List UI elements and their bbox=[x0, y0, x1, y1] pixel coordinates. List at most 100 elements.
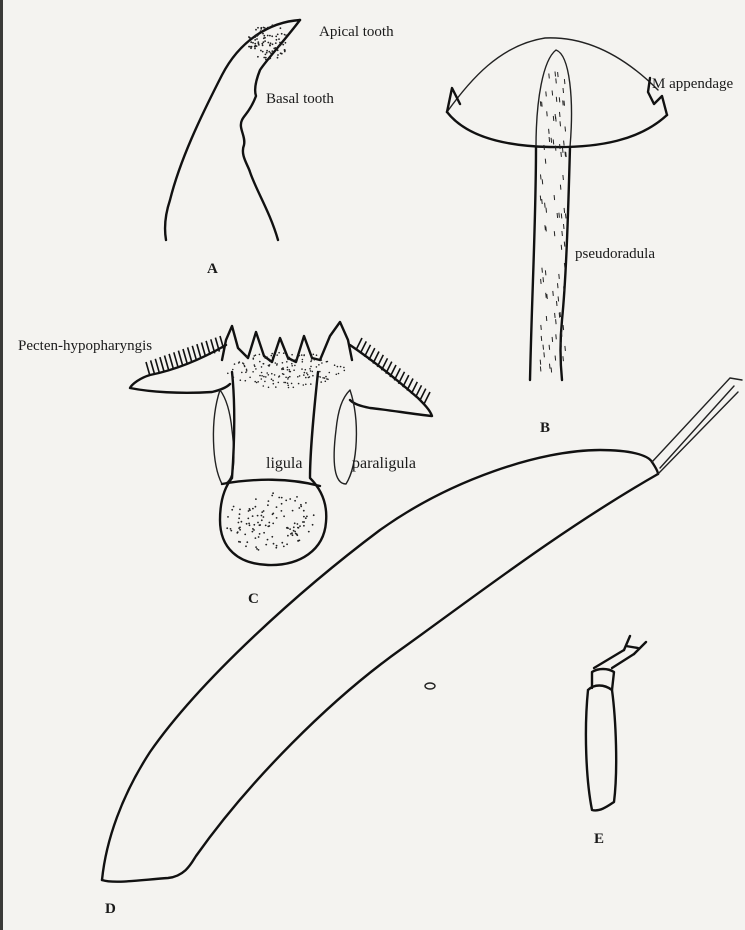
stipple-dot bbox=[318, 376, 320, 378]
stipple-dot bbox=[259, 354, 261, 356]
radula-dash bbox=[545, 225, 546, 230]
structure-lower-edge bbox=[102, 474, 658, 882]
stipple-dot bbox=[275, 36, 277, 38]
stipple-dot bbox=[267, 526, 269, 528]
stipple-dot bbox=[289, 357, 291, 359]
stipple-dot bbox=[266, 52, 268, 54]
stipple-dot bbox=[291, 383, 293, 385]
pecten-right bbox=[350, 345, 432, 416]
stipple-dot bbox=[265, 57, 267, 59]
stipple-dot bbox=[305, 517, 307, 519]
stipple-dot bbox=[334, 364, 336, 366]
stipple-dot bbox=[271, 50, 273, 52]
ligula-teeth bbox=[222, 322, 352, 362]
stipple-dot bbox=[238, 522, 240, 524]
paraligula-left bbox=[213, 390, 233, 484]
stipple-dot bbox=[265, 59, 267, 61]
stipple-dot bbox=[271, 353, 273, 355]
radula-dash bbox=[559, 274, 560, 279]
stipple-dot bbox=[268, 387, 270, 389]
bristle bbox=[420, 389, 426, 401]
stipple-dot bbox=[300, 504, 302, 506]
radula-dash bbox=[556, 117, 557, 122]
stipple-dot bbox=[268, 500, 270, 502]
stipple-dot bbox=[263, 532, 265, 534]
radula-dash bbox=[558, 296, 559, 301]
bristle bbox=[365, 345, 371, 357]
bristle bbox=[373, 352, 379, 364]
stipple-dot bbox=[304, 372, 306, 374]
radula-dash bbox=[546, 293, 547, 298]
stipple-dot bbox=[262, 45, 264, 47]
radula-dash bbox=[555, 146, 556, 151]
radula-dash bbox=[542, 268, 543, 273]
stipple-dot bbox=[300, 506, 302, 508]
radula-dash bbox=[556, 97, 557, 102]
radula-dash bbox=[564, 101, 565, 106]
stipple-dot bbox=[302, 521, 304, 523]
stipple-dot bbox=[316, 354, 318, 356]
stipple-dot bbox=[281, 503, 283, 505]
stipple-dot bbox=[247, 518, 249, 520]
bristle bbox=[174, 352, 178, 366]
apical-tooth-label: Apical tooth bbox=[319, 24, 394, 40]
stipple-dot bbox=[267, 42, 269, 44]
stipple-dot bbox=[281, 369, 283, 371]
radula-dash bbox=[558, 72, 559, 77]
stipple-dot bbox=[302, 361, 304, 363]
stipple-dot bbox=[255, 546, 257, 548]
stipple-dot bbox=[286, 543, 288, 545]
stipple-dot bbox=[294, 359, 296, 361]
radula-dash bbox=[563, 356, 564, 361]
stipple-dot bbox=[305, 377, 307, 379]
stipple-dot bbox=[284, 34, 286, 36]
bristle bbox=[165, 356, 169, 370]
stipple-dot bbox=[265, 544, 267, 546]
radula-dash bbox=[541, 336, 542, 341]
pecten-hypopharyngis-label: Pecten-hypopharyngis bbox=[18, 338, 152, 354]
stipple-dot bbox=[289, 498, 291, 500]
stipple-dot bbox=[261, 372, 263, 374]
stipple-dot bbox=[259, 375, 261, 377]
stipple-dot bbox=[256, 38, 258, 40]
stipple-dot bbox=[232, 377, 234, 379]
stipple-dot bbox=[272, 523, 274, 525]
stipple-dot bbox=[285, 42, 287, 44]
radula-dash bbox=[563, 88, 564, 93]
stipple-dot bbox=[289, 528, 291, 530]
stipple-dot bbox=[268, 365, 270, 367]
stipple-dot bbox=[267, 504, 269, 506]
stipple-dot bbox=[278, 352, 280, 354]
radula-dash bbox=[546, 226, 547, 231]
stipple-dot bbox=[285, 35, 287, 37]
stipple-dot bbox=[256, 382, 258, 384]
stipple-dot bbox=[261, 43, 263, 45]
stipple-dot bbox=[292, 534, 294, 536]
appendage-base bbox=[447, 112, 667, 147]
stipple-dot bbox=[260, 27, 262, 29]
pseudoradula-left-edge bbox=[530, 147, 536, 380]
radula-dash bbox=[544, 145, 545, 150]
stipple-dot bbox=[263, 376, 265, 378]
stipple-dot bbox=[271, 495, 273, 497]
panel-c-hypopharynx: Pecten-hypopharyngis ligula paraligula C bbox=[18, 322, 432, 607]
bristle bbox=[178, 351, 182, 365]
stipple-dot bbox=[258, 536, 260, 538]
stipple-dot bbox=[297, 523, 299, 525]
stipple-dot bbox=[287, 385, 289, 387]
stipple-dot bbox=[267, 539, 269, 541]
stipple-dot bbox=[321, 359, 323, 361]
stipple-dot bbox=[266, 372, 268, 374]
stipple-dot bbox=[263, 510, 265, 512]
stipple-dot bbox=[325, 381, 327, 383]
stipple-dot bbox=[314, 359, 316, 361]
stipple-dot bbox=[276, 354, 278, 356]
stipple-dot bbox=[252, 528, 254, 530]
stipple-dot bbox=[267, 27, 269, 29]
stipple-dot bbox=[312, 375, 314, 377]
left-hook bbox=[447, 88, 460, 112]
radula-dash bbox=[556, 334, 557, 339]
stipple-dot bbox=[246, 370, 248, 372]
stipple-dot bbox=[226, 527, 228, 529]
